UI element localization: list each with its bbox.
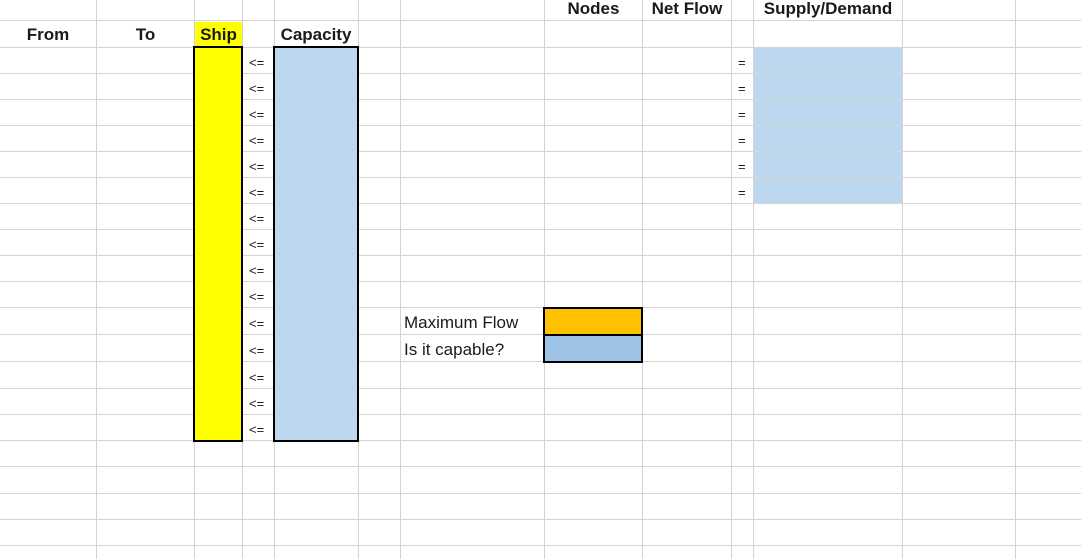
- column-gridline: [731, 0, 732, 559]
- row-gridline: [0, 307, 1081, 308]
- capacity-operator: <=: [249, 81, 265, 96]
- to-header: To: [135, 25, 156, 44]
- maximum-flow-cell[interactable]: [543, 307, 643, 336]
- balance-operator: =: [738, 133, 746, 148]
- row-gridline: [0, 99, 1081, 100]
- row-gridline: [0, 47, 1081, 48]
- row-gridline: [0, 281, 1081, 282]
- row-gridline: [0, 20, 1081, 21]
- row-gridline: [0, 151, 1081, 152]
- capacity-operator: <=: [249, 316, 265, 331]
- row-gridline: [0, 361, 1081, 362]
- capacity-operator: <=: [249, 343, 265, 358]
- capacity-operator: <=: [249, 107, 265, 122]
- column-gridline: [400, 0, 401, 559]
- ship-header: Ship: [200, 25, 237, 44]
- column-gridline: [96, 0, 97, 559]
- nodes-header: Nodes: [567, 0, 620, 18]
- row-gridline: [0, 440, 1081, 441]
- capacity-operator: <=: [249, 422, 265, 437]
- net-flow-header: Net Flow: [651, 0, 723, 18]
- row-gridline: [0, 229, 1081, 230]
- row-gridline: [0, 414, 1081, 415]
- capacity-operator: <=: [249, 263, 265, 278]
- column-gridline: [753, 0, 754, 559]
- capacity-operator: <=: [249, 133, 265, 148]
- column-gridline: [902, 0, 903, 559]
- row-gridline: [0, 73, 1081, 74]
- column-gridline: [642, 0, 643, 559]
- capacity-operator: <=: [249, 370, 265, 385]
- balance-operator: =: [738, 81, 746, 96]
- row-gridline: [0, 255, 1081, 256]
- capacity-operator: <=: [249, 289, 265, 304]
- row-gridline: [0, 125, 1081, 126]
- capacity-input-range[interactable]: [273, 46, 359, 442]
- capacity-operator: <=: [249, 55, 265, 70]
- column-gridline: [1015, 0, 1016, 559]
- balance-operator: =: [738, 107, 746, 122]
- ship-decision-range[interactable]: [193, 46, 243, 442]
- row-gridline: [0, 466, 1081, 467]
- is-it-capable-cell[interactable]: [543, 334, 643, 363]
- maximum-flow-label: Maximum Flow: [404, 313, 519, 332]
- row-gridline: [0, 545, 1081, 546]
- balance-operator: =: [738, 185, 746, 200]
- row-gridline: [0, 177, 1081, 178]
- balance-operator: =: [738, 159, 746, 174]
- capacity-operator: <=: [249, 211, 265, 226]
- capacity-operator: <=: [249, 396, 265, 411]
- row-gridline: [0, 203, 1081, 204]
- from-header: From: [26, 25, 70, 44]
- capacity-operator: <=: [249, 159, 265, 174]
- supply-demand-header: Supply/Demand: [763, 0, 893, 18]
- balance-operator: =: [738, 55, 746, 70]
- capacity-header: Capacity: [280, 25, 352, 44]
- row-gridline: [0, 388, 1081, 389]
- supply-demand-input-range[interactable]: [754, 48, 902, 204]
- row-gridline: [0, 519, 1081, 520]
- row-gridline: [0, 493, 1081, 494]
- is-it-capable-label: Is it capable?: [404, 340, 505, 359]
- column-gridline: [544, 0, 545, 559]
- ship-header-highlight: [195, 22, 242, 47]
- capacity-operator: <=: [249, 185, 265, 200]
- capacity-operator: <=: [249, 237, 265, 252]
- row-gridline: [0, 334, 1081, 335]
